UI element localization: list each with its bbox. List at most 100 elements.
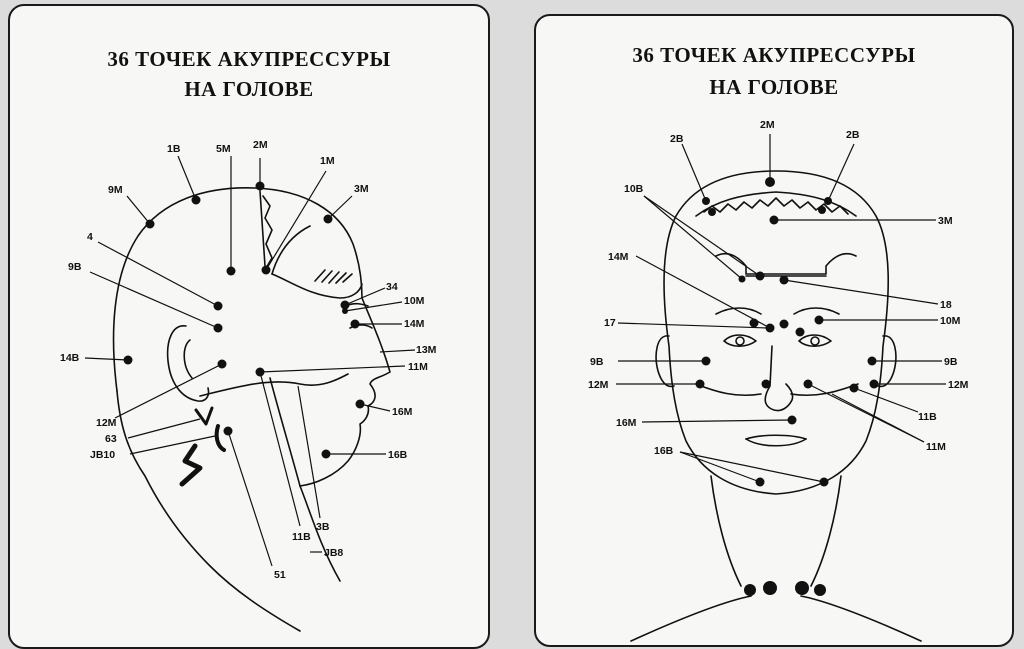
point-10B-right bbox=[755, 271, 765, 281]
right-labels: 2B 2M 2B 10B 3M 14M 18 17 10M 9B 9B 12M … bbox=[588, 119, 969, 457]
left-title-line1: 36 ТОЧЕК АКУПРЕССУРЫ bbox=[107, 47, 391, 71]
forehead-band bbox=[715, 252, 857, 275]
point-14B bbox=[123, 355, 133, 365]
point-5M bbox=[226, 266, 236, 276]
point-2M bbox=[765, 177, 775, 187]
label-5M: 5M bbox=[216, 143, 231, 155]
point-9B-left bbox=[701, 356, 711, 366]
label-14B: 14B bbox=[60, 352, 80, 364]
point-12M-right bbox=[869, 379, 879, 389]
point-2B-right-lower bbox=[818, 206, 826, 214]
v-mark bbox=[194, 406, 214, 426]
left-acupressure-points bbox=[123, 181, 365, 459]
hair-line-jagged bbox=[262, 195, 273, 269]
point-14M-mid bbox=[779, 319, 789, 329]
point-11M bbox=[255, 367, 265, 377]
label-16B: 16B bbox=[388, 449, 408, 461]
label-10M: 10M bbox=[940, 315, 961, 327]
label-2M: 2M bbox=[760, 119, 775, 131]
point-neck-1 bbox=[744, 584, 756, 596]
neck-front-outline bbox=[299, 485, 341, 582]
neck-mark bbox=[214, 424, 226, 452]
label-12M: 12M bbox=[96, 417, 117, 429]
label-11B: 11B bbox=[918, 411, 937, 423]
right-page: 36 ТОЧЕК АКУПРЕССУРЫ НА ГОЛОВЕ bbox=[534, 14, 1014, 647]
neck-back-outline bbox=[116, 390, 301, 632]
point-11B bbox=[849, 383, 859, 393]
label-12M-left: 12M bbox=[588, 379, 609, 391]
label-14M: 14M bbox=[404, 318, 425, 330]
ear-inner bbox=[183, 339, 193, 379]
point-11M-left bbox=[761, 379, 771, 389]
point-12M-left bbox=[695, 379, 705, 389]
point-2B-right bbox=[824, 197, 832, 205]
point-10B-left bbox=[738, 275, 746, 283]
point-3M bbox=[769, 215, 779, 225]
shoulders bbox=[630, 595, 922, 642]
label-34: 34 bbox=[386, 281, 398, 293]
neck-zigzag bbox=[179, 443, 203, 487]
label-11M: 11M bbox=[926, 441, 946, 453]
eyebrow-right bbox=[793, 307, 840, 315]
head-profile-outline bbox=[112, 187, 391, 487]
point-16B-right bbox=[819, 477, 829, 487]
label-11M: 11M bbox=[408, 361, 428, 373]
point-neck-4 bbox=[814, 584, 826, 596]
hair-part-line bbox=[259, 190, 266, 267]
label-18: 18 bbox=[940, 299, 952, 311]
label-9M: 9M bbox=[108, 184, 123, 196]
ear-left bbox=[655, 335, 675, 388]
point-16M bbox=[787, 415, 797, 425]
mouth-lower bbox=[745, 438, 807, 447]
neck-left bbox=[710, 475, 742, 587]
point-51 bbox=[223, 426, 233, 436]
label-16B: 16B bbox=[654, 445, 674, 457]
jaw-line bbox=[269, 377, 301, 487]
temple-hatching bbox=[314, 269, 353, 284]
point-2M bbox=[255, 181, 265, 191]
label-13M: 13M bbox=[416, 344, 437, 356]
right-acupressure-points bbox=[695, 177, 879, 596]
point-9B bbox=[213, 323, 223, 333]
eye-left bbox=[723, 334, 757, 348]
point-10M bbox=[342, 308, 348, 314]
face-outline bbox=[663, 170, 890, 495]
point-34 bbox=[340, 300, 350, 310]
label-1M: 1M bbox=[320, 155, 335, 167]
point-1M bbox=[261, 265, 271, 275]
right-title-line1: 36 ТОЧЕК АКУПРЕССУРЫ bbox=[632, 43, 916, 67]
point-1B bbox=[191, 195, 201, 205]
label-16M: 16M bbox=[616, 417, 637, 429]
point-16B bbox=[321, 449, 331, 459]
label-1B: 1B bbox=[167, 143, 181, 155]
point-16M bbox=[355, 399, 365, 409]
hairline-jagged bbox=[703, 197, 849, 215]
point-2B-left-lower bbox=[708, 208, 716, 216]
point-2B-left bbox=[702, 197, 710, 205]
label-11B: 11B bbox=[292, 531, 311, 543]
head-front-diagram: 2B 2M 2B 10B 3M 14M 18 17 10M 9B 9B 12M … bbox=[588, 119, 969, 642]
point-12M bbox=[217, 359, 227, 369]
label-3M: 3M bbox=[354, 183, 369, 195]
eye-right bbox=[798, 334, 832, 348]
hairline bbox=[695, 191, 857, 217]
hairline-curve bbox=[271, 225, 311, 275]
label-9B: 9B bbox=[68, 261, 82, 273]
label-4: 4 bbox=[87, 231, 93, 243]
label-2B-left: 2B bbox=[670, 133, 684, 145]
point-3M bbox=[323, 214, 333, 224]
right-leader-lines bbox=[616, 134, 946, 483]
point-neck-2 bbox=[763, 581, 777, 595]
label-12M-right: 12M bbox=[948, 379, 969, 391]
ear-outline bbox=[166, 325, 210, 402]
eyebrow-left bbox=[715, 307, 762, 315]
mouth-upper bbox=[745, 434, 807, 440]
point-16B-left bbox=[755, 477, 765, 487]
left-title-line2: НА ГОЛОВЕ bbox=[184, 77, 314, 101]
label-JB10: JB10 bbox=[90, 449, 115, 461]
label-10M: 10M bbox=[404, 295, 425, 307]
neck-right bbox=[810, 475, 842, 587]
head-side-diagram: 1B 5M 2M 1M 9M 3M 4 9B 34 10M 14M 14B 13… bbox=[60, 139, 437, 632]
point-17 bbox=[795, 327, 805, 337]
label-17: 17 bbox=[604, 317, 616, 329]
